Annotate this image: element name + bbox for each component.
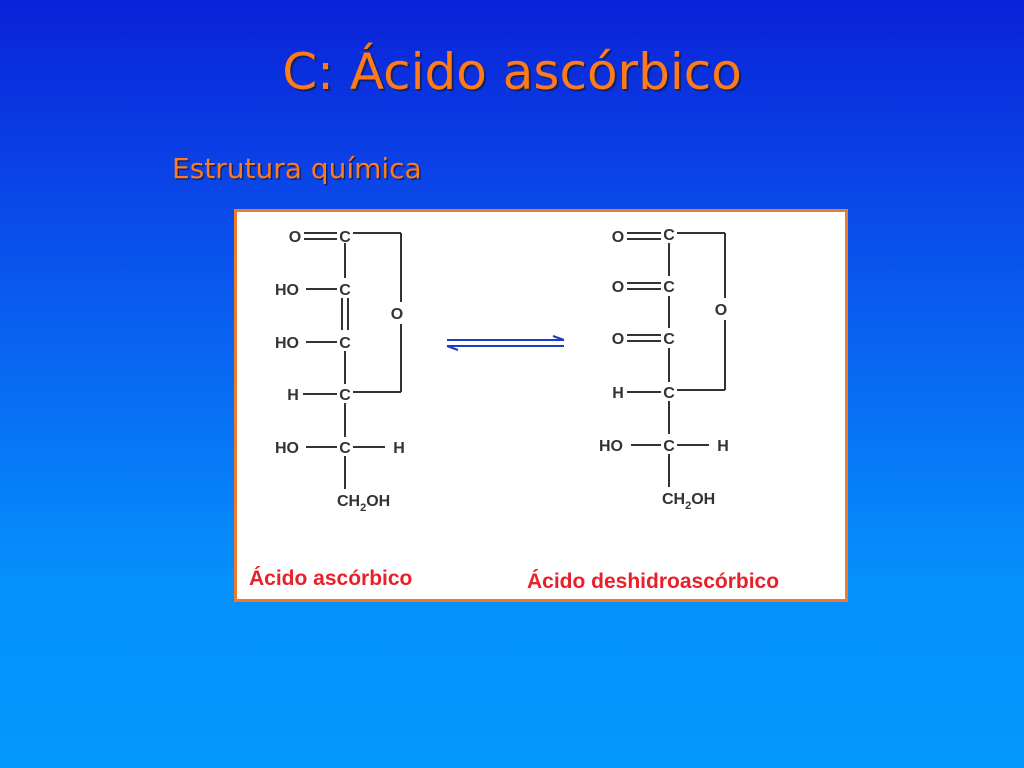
dehydroascorbic-acid-caption: Ácido deshidroascórbico [527, 570, 779, 593]
structure-diagram: O C HO C O HO C H C HO C H CH2OH [234, 209, 848, 602]
atom-label: H [287, 387, 299, 404]
atom-label: CH2OH [337, 493, 390, 514]
atom-label: HO [599, 438, 623, 455]
ascorbic-acid-caption: Ácido ascórbico [249, 567, 412, 590]
atom-label: C [663, 385, 675, 402]
dehydroascorbic-acid-structure: O C O C O O C H C HO C H CH2OH [599, 227, 729, 512]
equilibrium-arrow [446, 335, 565, 351]
atom-label: H [612, 385, 624, 402]
atom-label: O [289, 229, 301, 246]
atom-label: O [612, 331, 624, 348]
atom-label: O [391, 306, 403, 323]
atom-label: C [339, 282, 351, 299]
atom-label: CH2OH [662, 491, 715, 512]
atom-label: O [612, 229, 624, 246]
atom-label: C [663, 438, 675, 455]
atom-label: HO [275, 282, 299, 299]
slide-subtitle: Estrutura química [172, 152, 422, 185]
atom-label: C [339, 229, 351, 246]
atom-label: H [717, 438, 729, 455]
atom-label: C [339, 440, 351, 457]
atom-label: C [663, 331, 675, 348]
atom-label: HO [275, 335, 299, 352]
atom-label: H [393, 440, 405, 457]
atom-label: O [612, 279, 624, 296]
atom-label: HO [275, 440, 299, 457]
atom-label: O [715, 302, 727, 319]
ascorbic-acid-structure: O C HO C O HO C H C HO C H CH2OH [275, 229, 405, 514]
atom-label: C [663, 279, 675, 296]
forward-arrow-head [552, 335, 565, 341]
slide-title: C: Ácido ascórbico [282, 43, 742, 101]
atom-label: C [339, 387, 351, 404]
reverse-arrow-head [446, 345, 459, 351]
atom-label: C [663, 227, 675, 244]
atom-label: C [339, 335, 351, 352]
structure-svg: O C HO C O HO C H C HO C H CH2OH [249, 227, 779, 593]
